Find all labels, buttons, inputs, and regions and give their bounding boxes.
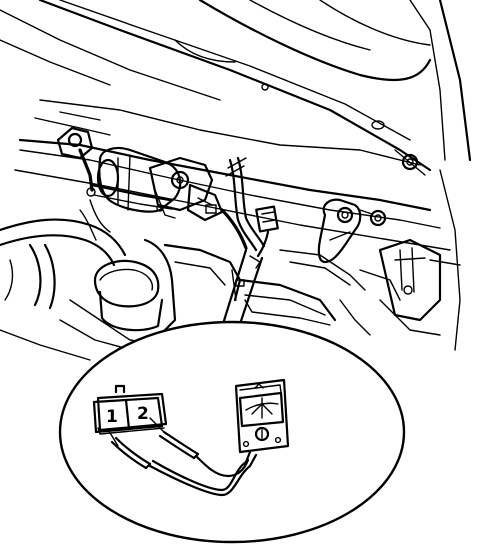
wiper-pivot-right <box>317 198 387 264</box>
strut-tower-right <box>359 169 461 351</box>
hood-panel <box>0 0 472 176</box>
wiring-harness <box>220 156 279 269</box>
wiper-pivot-left <box>56 126 96 197</box>
electrical-connector-icon <box>92 384 168 435</box>
connector-pin-2-label: 2 <box>137 404 149 424</box>
scuttle-panel <box>14 111 451 251</box>
detail-callout-circle <box>58 320 406 544</box>
multimeter-icon <box>234 378 290 454</box>
wiper-motor-icon <box>96 146 214 219</box>
connector-pin-1-label: 1 <box>106 407 118 427</box>
motor-connector <box>186 183 224 222</box>
coolant-hoses <box>0 199 127 310</box>
test-probe-1 <box>107 429 258 497</box>
test-probe-2 <box>149 417 250 478</box>
